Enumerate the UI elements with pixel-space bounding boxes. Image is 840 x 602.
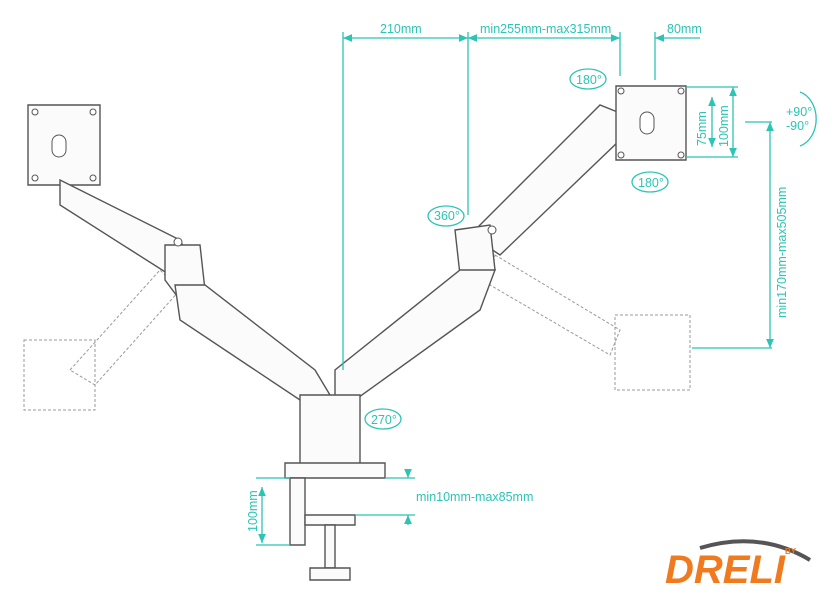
vesa-75-label: 75mm	[695, 111, 709, 146]
rotation-arrow-icon	[427, 205, 465, 227]
rotation-arrow-icon	[631, 171, 669, 193]
svg-text:DRELI: DRELI	[665, 548, 786, 592]
rotation-arrow-icon	[569, 68, 607, 90]
height-range-label: min170mm-max505mm	[775, 187, 789, 318]
swivel-top-label: 180°	[576, 73, 602, 87]
arm-extension-label: min255mm-max315mm	[480, 22, 611, 36]
ghost-right-arm	[489, 254, 691, 391]
arm-reach-label: 210mm	[380, 22, 422, 36]
dimension-lines	[256, 32, 774, 546]
head-offset-label: 80mm	[667, 22, 702, 36]
desk-thickness-label: min10mm-max85mm	[416, 490, 533, 504]
swivel-bottom-label: 180°	[638, 176, 664, 190]
rotation-arcs	[364, 68, 817, 430]
rotation-plus-label: +90°	[786, 105, 812, 119]
left-arm	[59, 178, 332, 401]
rotation-arrow-icon	[799, 91, 817, 147]
vesa-100-label: 100mm	[717, 105, 731, 147]
arm-swivel-label: 360°	[434, 209, 460, 223]
left-vesa-plate	[27, 104, 101, 186]
right-arm	[334, 104, 626, 401]
right-vesa-plate	[615, 85, 687, 161]
base-swivel-label: 270°	[371, 413, 397, 427]
desk-clamp	[284, 394, 386, 581]
rotation-minus-label: -90°	[786, 119, 809, 133]
clamp-height-label: 100mm	[246, 490, 260, 532]
dreli-logo: DRELI BY	[665, 539, 812, 592]
ghost-left-arm	[23, 269, 181, 411]
svg-text:BY: BY	[785, 547, 797, 556]
rotation-arrow-icon	[364, 408, 402, 430]
